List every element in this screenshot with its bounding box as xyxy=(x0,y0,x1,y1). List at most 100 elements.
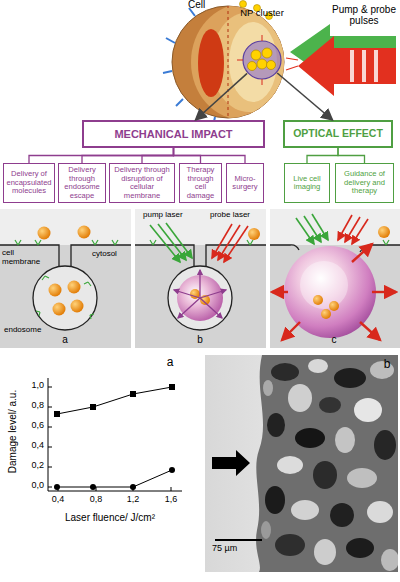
box-text: Guidance of delivery and therapy xyxy=(337,170,392,196)
scale-bar-label: 75 µm xyxy=(212,544,262,554)
panel-c-bubble-part xyxy=(270,245,299,250)
panel-letter: b xyxy=(380,358,394,371)
damage-chart-part xyxy=(54,411,60,417)
connector xyxy=(142,148,174,163)
panel-letter: a xyxy=(59,334,71,345)
microscopy-image-part xyxy=(330,503,354,527)
panel-a-endosome-part xyxy=(71,300,84,313)
cell-shape: CellNP cluster xyxy=(171,5,285,119)
box-text: Delivery through disruption of cellular … xyxy=(111,166,173,200)
laser-label: pump laser xyxy=(143,211,203,220)
damage-chart-part xyxy=(169,467,175,473)
connector xyxy=(338,148,365,163)
category-box: OPTICAL EFFECT xyxy=(283,120,393,148)
damage-chart xyxy=(48,378,182,491)
panel-a-endosome-part xyxy=(71,245,131,267)
panel-b-endosome xyxy=(135,223,266,330)
connector xyxy=(174,148,246,163)
panel-c-bubble-part xyxy=(329,301,339,311)
cluster-outline-part xyxy=(262,48,272,58)
panel-b-endosome-part xyxy=(200,290,226,298)
microscopy-image-part xyxy=(319,397,341,413)
panel-b-endosome-part xyxy=(168,266,232,330)
panel-a-endosome-part xyxy=(68,281,81,294)
panel-c-bubble-part xyxy=(345,217,360,242)
panel-c-bubble-part xyxy=(372,291,396,293)
microscopy-image-part xyxy=(346,538,374,558)
microscopy-image xyxy=(205,355,398,572)
box-text: MECHANICAL IMPACT xyxy=(114,128,232,140)
box-text: Therapy through cell damage xyxy=(181,166,220,200)
tick-label: 1,2 xyxy=(120,495,146,505)
panel-a-endosome-part xyxy=(53,303,66,316)
panel-letter: c xyxy=(328,334,340,345)
panel-a-endosome xyxy=(0,226,131,331)
laser-label: probe laser xyxy=(210,211,270,220)
cell-outline-part xyxy=(176,99,183,106)
cluster-outline-part xyxy=(243,41,281,79)
panel-c-bubble-part xyxy=(352,219,368,244)
cluster-outline-part xyxy=(251,50,261,60)
cluster-outline-part xyxy=(267,61,276,70)
laser-pulse-arrow-part xyxy=(298,36,396,96)
panel-a-endosome-part xyxy=(36,276,94,319)
microscopy-image-part xyxy=(256,355,398,572)
application-box: Live cell imaging xyxy=(284,163,330,203)
laser-pulse-arrow-part xyxy=(374,50,378,82)
application-box: Guidance of delivery and therapy xyxy=(335,163,394,203)
mechanism-panel-part xyxy=(0,209,131,245)
tick-label: 0,4 xyxy=(45,495,71,505)
microscopy-image-part xyxy=(313,461,337,489)
microscopy-image-part xyxy=(275,534,305,556)
cluster-outline-part xyxy=(237,60,243,61)
microscopy-image-part xyxy=(354,398,382,422)
panel-b-endosome-part xyxy=(174,290,200,298)
microscopy-image-part xyxy=(335,427,355,453)
microscopy-image-part xyxy=(291,500,319,520)
panel-a-endosome-part xyxy=(49,284,62,297)
tick-label: 0,0 xyxy=(18,481,44,491)
structure-label: cytosol xyxy=(92,250,132,259)
damage-chart-part xyxy=(54,484,60,490)
laser-pulse-arrow xyxy=(286,24,396,96)
panel-b-endosome-part xyxy=(150,225,180,262)
cluster-outline-part xyxy=(257,59,267,69)
microscopy-image-part xyxy=(271,363,299,381)
panel-b-endosome-part xyxy=(248,228,260,240)
connector xyxy=(307,148,338,163)
damage-chart-part xyxy=(130,391,136,397)
mechanism-panel-part xyxy=(131,209,135,348)
cell-outline-part xyxy=(166,38,175,43)
panel-c-bubble-part xyxy=(282,322,300,340)
panel-a-endosome-part xyxy=(33,266,97,330)
microscopy-image-part xyxy=(288,384,312,412)
microscopy-image-part xyxy=(347,468,377,488)
application-box: Therapy through cell damage xyxy=(179,163,222,203)
mechanism-panel xyxy=(0,209,400,348)
panel-c-bubble-part xyxy=(352,244,372,262)
panel-c-bubble-part xyxy=(313,295,323,305)
axis-title: Damage level/ a.u. xyxy=(7,372,18,492)
microscopy-image-part xyxy=(367,501,393,523)
panel-c-bubble-part xyxy=(383,240,389,245)
microscopy-image-part xyxy=(370,361,394,379)
microscopy-image-part xyxy=(215,539,262,541)
microscopy-image-part xyxy=(263,380,273,396)
panel-b-endosome-part xyxy=(200,298,222,318)
mechanism-panel-part xyxy=(266,209,270,348)
panel-c-bubble-part xyxy=(296,218,314,244)
box-text: Delivery of encapsulated molecules xyxy=(5,170,53,196)
cell-outline-part xyxy=(163,71,172,73)
panel-c-bubble-part xyxy=(321,309,331,319)
mechanism-panel-part xyxy=(0,209,400,348)
cluster-outline-part xyxy=(262,79,263,85)
application-box: Micro-surgery xyxy=(226,163,264,203)
np-cluster: NP cluster xyxy=(242,40,282,80)
panel-letter: b xyxy=(194,334,206,345)
panel-c-bubble xyxy=(270,214,400,340)
damage-chart-part xyxy=(48,387,52,487)
application-box: Delivery through endosome escape xyxy=(58,163,106,203)
microscopy-image-part xyxy=(261,521,271,539)
mechanism-panel-part xyxy=(270,209,400,245)
